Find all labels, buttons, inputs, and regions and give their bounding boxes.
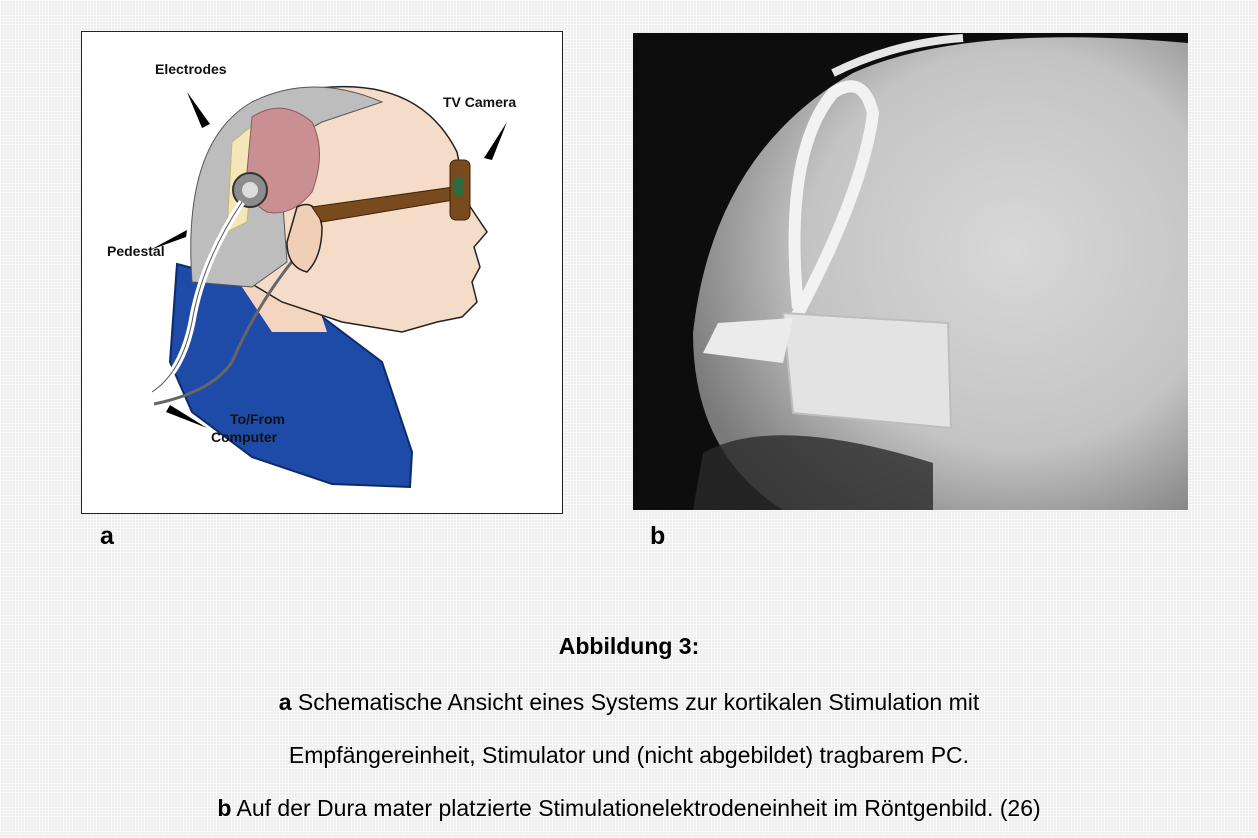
label-electrodes: Electrodes	[155, 61, 227, 77]
label-pedestal: Pedestal	[107, 243, 165, 259]
label-to-from: To/From	[230, 411, 285, 427]
pointer-camera	[484, 122, 507, 160]
caption-title: Abbildung 3:	[0, 633, 1258, 660]
electrode-grid	[783, 313, 951, 428]
xray-image	[633, 33, 1188, 510]
caption-part-a-line1: a Schematische Ansicht eines Systems zur…	[0, 689, 1258, 716]
figure-a-illustration: Electrodes TV Camera Pedestal To/From Co…	[81, 31, 563, 514]
pedestal-center	[242, 182, 258, 198]
label-tv-camera: TV Camera	[443, 94, 516, 110]
panel-letter-b: b	[650, 522, 665, 551]
caption-part-a-line2: Empfängereinheit, Stimulator und (nicht …	[0, 742, 1258, 769]
caption-part-b-text: Auf der Dura mater platzierte Stimulatio…	[237, 795, 1041, 821]
caption-part-a-letter: a	[279, 689, 292, 715]
pointer-electrodes	[187, 92, 210, 128]
caption-part-a-text: Schematische Ansicht eines Systems zur k…	[298, 689, 979, 715]
caption-part-b-letter: b	[217, 795, 231, 821]
panel-letter-a: a	[100, 522, 114, 551]
camera-lens	[454, 177, 464, 195]
label-computer: Computer	[211, 429, 277, 445]
figure-b-xray	[633, 33, 1188, 510]
caption-part-b: b Auf der Dura mater platzierte Stimulat…	[0, 795, 1258, 822]
